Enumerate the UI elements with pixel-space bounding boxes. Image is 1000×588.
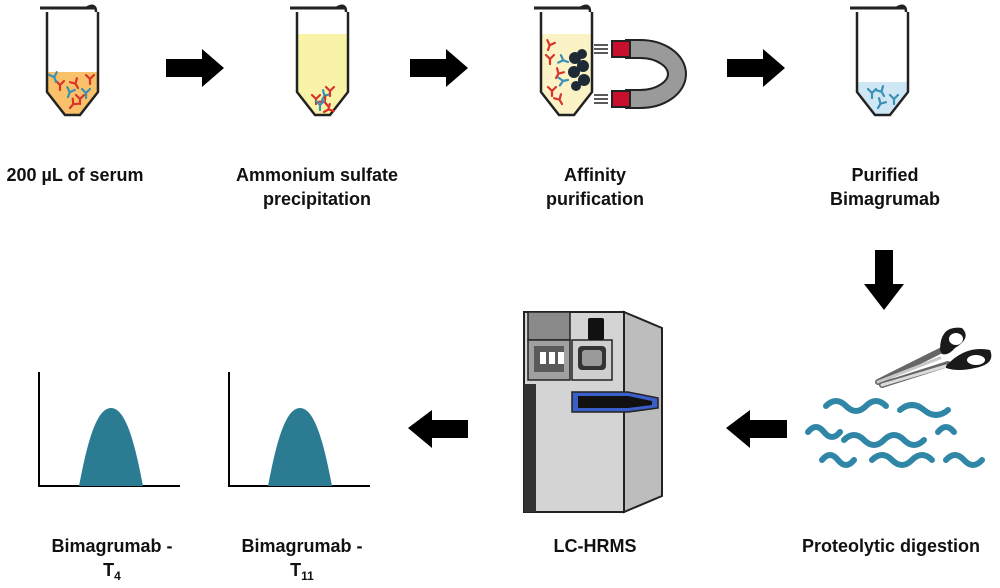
label-peak-t11: Bimagrumab - T11 <box>241 536 363 583</box>
label-serum: 200 µL of serum <box>6 165 144 185</box>
purified-tube <box>850 4 910 117</box>
magnetic-beads <box>557 49 590 91</box>
arrow-left-2 <box>408 410 468 448</box>
arrow-left-1 <box>726 410 787 448</box>
lc-hrms-instrument <box>523 310 663 514</box>
peptide-fragments <box>805 398 985 468</box>
scissors-icon <box>875 327 992 388</box>
chromatogram-t4 <box>38 372 180 487</box>
affinity-tube <box>534 4 594 117</box>
precipitation-tube <box>290 4 350 117</box>
arrow-down <box>864 250 904 310</box>
arrow-right-1 <box>166 49 224 87</box>
serum-tube <box>40 4 100 117</box>
label-purified: Purified Bimagrumab <box>829 165 941 209</box>
label-affinity: Affinity purification <box>546 165 644 209</box>
arrow-right-3 <box>727 49 785 87</box>
magnet-icon <box>594 39 687 109</box>
peak-t11 <box>268 408 332 486</box>
label-peak-t4: Bimagrumab - T4 <box>51 536 173 583</box>
peak-t4 <box>79 408 143 486</box>
label-digestion: Proteolytic digestion <box>801 536 981 556</box>
chromatogram-t11 <box>228 372 370 487</box>
label-precipitation: Ammonium sulfate precipitation <box>235 165 399 209</box>
arrow-right-2 <box>410 49 468 87</box>
label-lchrms: LC-HRMS <box>553 536 637 556</box>
